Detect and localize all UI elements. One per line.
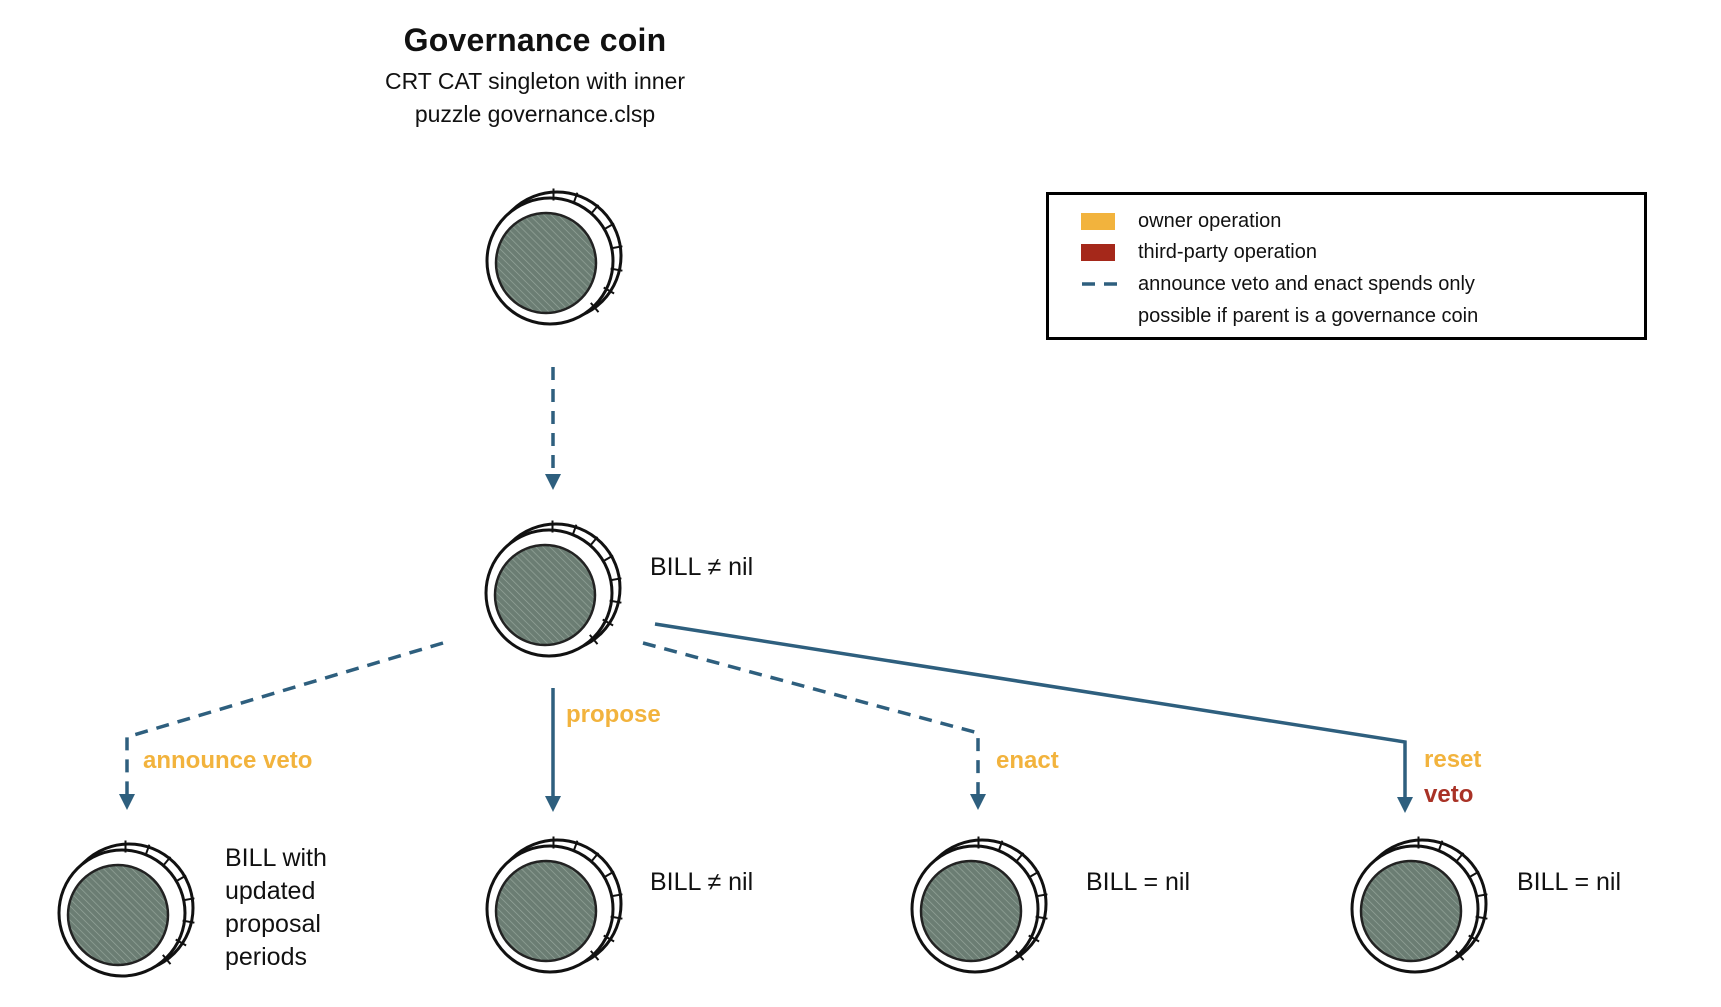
propose-label: propose xyxy=(566,701,661,728)
third-party-color-swatch xyxy=(1081,243,1115,261)
coin-bill-enacted-icon xyxy=(910,835,1049,974)
legend-box: owner operation third-party operation an… xyxy=(1046,192,1647,340)
bill-not-nil-bottom-label: BILL ≠ nil xyxy=(650,868,754,896)
page-title: Governance coin xyxy=(403,22,667,58)
coin-bill-reset-icon xyxy=(1350,835,1489,974)
subtitle-line-2: puzzle governance.clsp xyxy=(414,101,656,127)
legend-third-party-label: third-party operation xyxy=(1138,240,1317,263)
coin-bill-updated-icon xyxy=(57,839,196,978)
coin-governance-bill-icon xyxy=(484,519,623,658)
bill-updated-label: BILL with updated proposal periods xyxy=(225,844,327,971)
legend-item-third-party: third-party operation xyxy=(1081,241,1317,263)
subtitle-line-1: CRT CAT singleton with inner xyxy=(385,68,685,94)
bill-nil-enact-label: BILL = nil xyxy=(1086,868,1191,896)
edge-propose-solid xyxy=(545,688,561,812)
enact-label: enact xyxy=(996,747,1059,774)
legend-item-conditional-wrap: possible if parent is a governance coin xyxy=(1081,305,1478,327)
edge-reset-veto-solid xyxy=(654,622,1413,813)
veto-label: veto xyxy=(1424,781,1474,808)
reset-label: reset xyxy=(1424,746,1482,773)
coin-bill-proposed-icon xyxy=(485,835,624,974)
diagram-title-block: Governance coin CRT CAT singleton with i… xyxy=(285,22,785,131)
bill-nil-reset-label: BILL = nil xyxy=(1517,868,1622,896)
edge-enact-dashed xyxy=(642,641,986,810)
owner-color-swatch xyxy=(1081,212,1115,230)
legend-conditional-line-2: possible if parent is a governance coin xyxy=(1138,304,1479,327)
edge-announce-veto-dashed xyxy=(119,641,444,810)
legend-item-owner: owner operation xyxy=(1081,210,1281,232)
legend-item-conditional: announce veto and enact spends only xyxy=(1081,273,1475,295)
edge-mint-dashed xyxy=(545,367,561,490)
announce-veto-label: announce veto xyxy=(143,747,313,774)
legend-owner-label: owner operation xyxy=(1138,209,1282,232)
coin-governance-root-icon xyxy=(485,187,624,326)
dashed-line-icon xyxy=(1082,282,1122,286)
bill-not-nil-mid-label: BILL ≠ nil xyxy=(650,553,754,581)
legend-conditional-line-1: announce veto and enact spends only xyxy=(1138,272,1475,295)
